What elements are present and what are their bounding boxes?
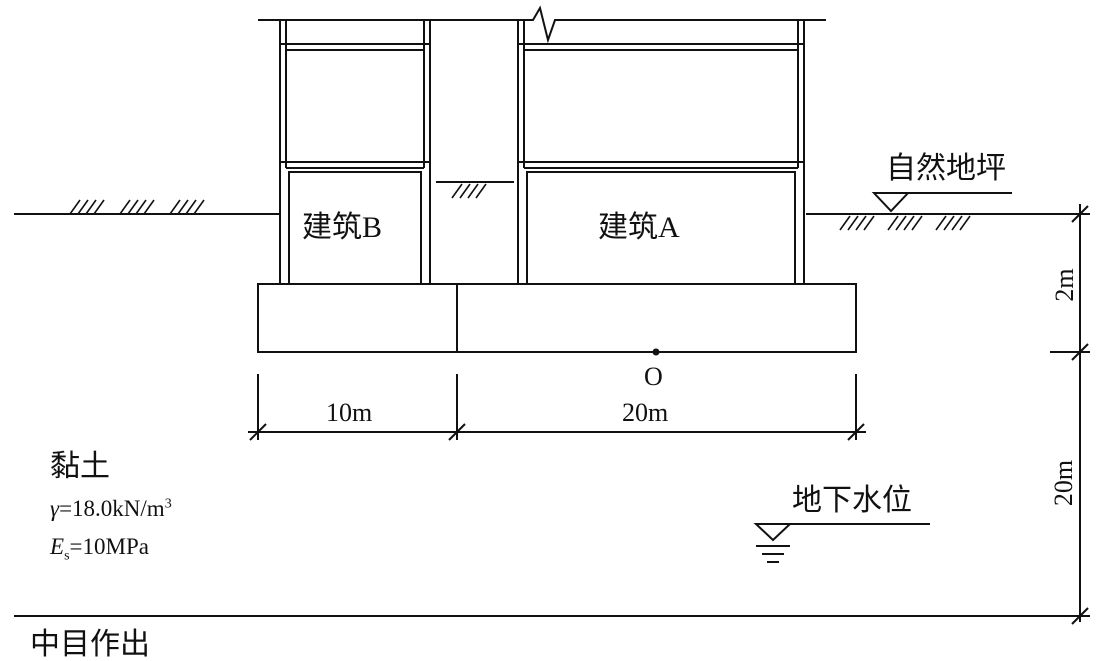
center-point: [652, 348, 660, 356]
es-subscript: s: [64, 548, 70, 564]
center-label: O: [644, 362, 663, 391]
vertical-dimension: [1050, 204, 1090, 625]
soil-name: 黏土: [50, 450, 110, 483]
es-value: =10MPa: [69, 534, 149, 559]
soil-unit-weight: γ=18.0kN/m3: [50, 497, 172, 520]
roof-line: [258, 5, 826, 44]
natural-ground-label: 自然地坪: [886, 152, 1006, 185]
es-symbol: E: [50, 534, 65, 559]
horizontal-dimension: [248, 374, 866, 441]
building-b-frame: [279, 20, 431, 285]
width-a-label: 20m: [622, 398, 669, 427]
foundation-depth-label: 2m: [1050, 268, 1079, 302]
groundwater-marker: [753, 523, 930, 563]
groundwater-label: 地下水位: [792, 484, 912, 517]
building-a-label: 建筑A: [598, 211, 680, 244]
gamma-unit-power: 3: [164, 496, 172, 512]
building-b-label: 建筑B: [302, 211, 383, 244]
soil-hatch-marks: [69, 183, 971, 231]
natural-ground-marker: [871, 192, 1012, 213]
width-b-label: 10m: [326, 398, 373, 427]
gamma-value: =18.0kN/m: [59, 496, 165, 521]
soil-depth-label: 20m: [1049, 459, 1078, 507]
clipped-bottom-text: 中目作出: [30, 628, 150, 661]
gamma-symbol: γ: [50, 496, 60, 521]
building-a-frame: [517, 20, 805, 285]
soil-modulus: Es=10MPa: [50, 535, 149, 564]
foundation-diagram: [14, 5, 1090, 625]
foundation-slab: [257, 283, 857, 353]
